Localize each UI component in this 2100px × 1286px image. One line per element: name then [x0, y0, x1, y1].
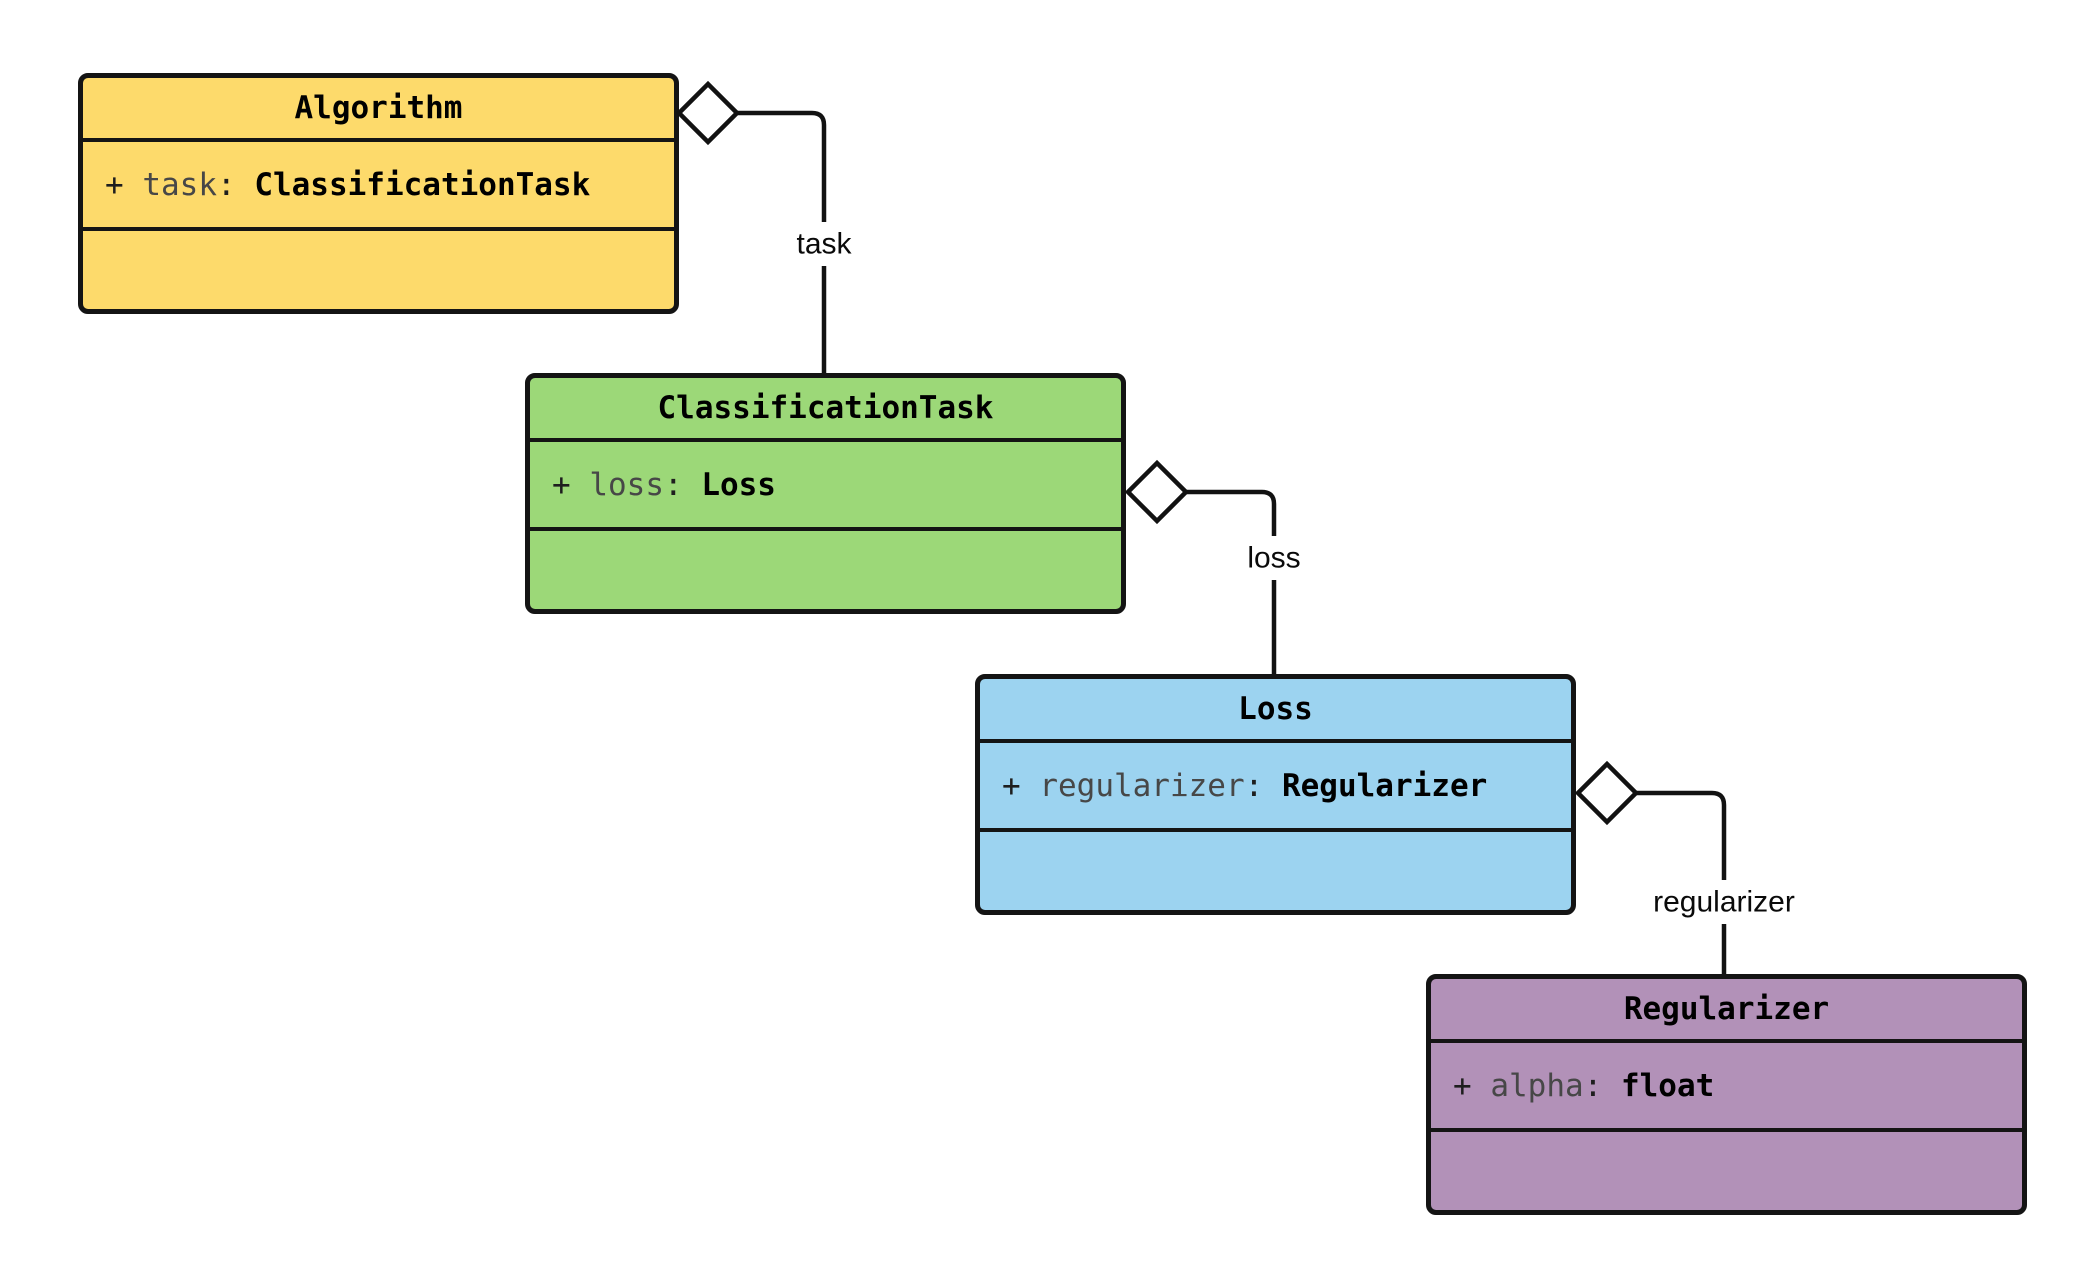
relation-label: task: [796, 228, 852, 261]
attribute-name: alpha: [1490, 1067, 1584, 1104]
class-title: ClassificationTask: [657, 390, 994, 426]
class-footer: [530, 531, 1121, 609]
attribute-name: loss: [589, 466, 664, 503]
class-title: Regularizer: [1623, 991, 1830, 1027]
relation-label: regularizer: [1653, 886, 1795, 919]
class-title: Loss: [1238, 691, 1313, 727]
class-footer: [1431, 1132, 2022, 1210]
class-box-algorithm: Algorithm + task: ClassificationTask: [78, 73, 679, 314]
attribute-visibility: +: [1002, 767, 1021, 804]
relation-label-background: [1634, 880, 1814, 924]
aggregation-diamond-icon: [1574, 760, 1640, 826]
relation-label-background: [779, 222, 869, 266]
relation-label: loss: [1247, 542, 1300, 575]
attribute-separator: :: [216, 166, 236, 203]
attribute-name: regularizer: [1039, 767, 1245, 804]
attribute-visibility: +: [552, 466, 571, 503]
attribute-type: ClassificationTask: [254, 166, 591, 203]
class-box-loss: Loss + regularizer: Regularizer: [975, 674, 1576, 915]
relation-label-background: [1229, 536, 1319, 580]
attribute-visibility: +: [1453, 1067, 1472, 1104]
class-title: Algorithm: [294, 90, 463, 126]
class-footer: [83, 231, 674, 309]
relation-loss-regularizer: regularizer: [1574, 760, 1814, 974]
class-footer: [980, 832, 1571, 910]
relation-algorithm-task: task: [675, 80, 869, 373]
attribute-type: float: [1620, 1067, 1715, 1104]
relation-classificationtask-loss: loss: [1124, 459, 1319, 674]
class-box-regularizer: Regularizer + alpha: float: [1426, 974, 2027, 1215]
class-attribute-row: + loss: Loss: [530, 438, 1121, 531]
class-attribute-row: + regularizer: Regularizer: [980, 739, 1571, 832]
class-attribute-row: + task: ClassificationTask: [83, 138, 674, 231]
aggregation-diamond-icon: [675, 80, 741, 146]
class-attribute-row: + alpha: float: [1431, 1039, 2022, 1132]
attribute-separator: :: [1244, 767, 1264, 804]
aggregation-diamond-icon: [1124, 459, 1190, 525]
connector-line: [1636, 790, 1727, 974]
attribute-name: task: [142, 166, 217, 203]
attribute-type: Regularizer: [1281, 767, 1488, 804]
attribute-separator: :: [1583, 1067, 1603, 1104]
attribute-separator: :: [663, 466, 683, 503]
attribute-type: Loss: [701, 466, 776, 503]
connector-line: [737, 110, 827, 373]
class-box-classificationtask: ClassificationTask + loss: Loss: [525, 373, 1126, 614]
attribute-visibility: +: [105, 166, 124, 203]
connector-line: [1186, 489, 1277, 674]
